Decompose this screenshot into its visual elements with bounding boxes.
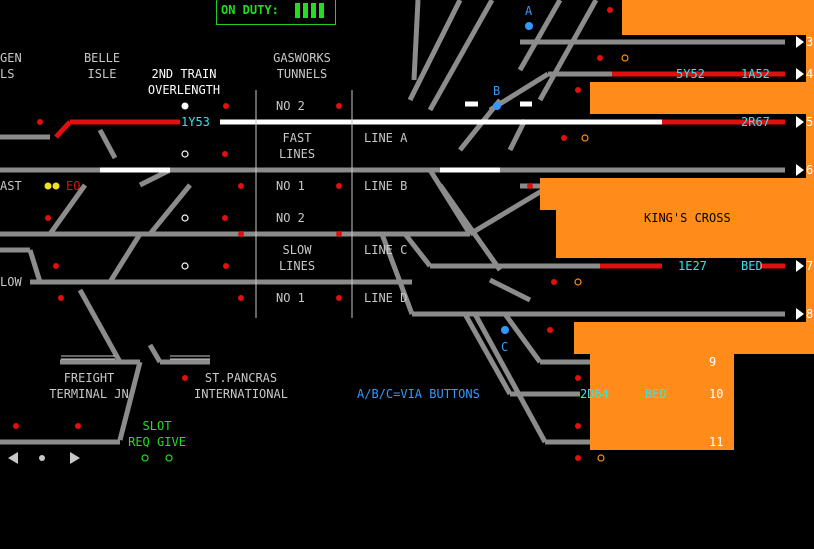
label-kings-cross: KING'S CROSS (644, 211, 731, 225)
label-ast: AST (0, 179, 22, 193)
via-button-b[interactable]: B (493, 84, 501, 98)
platform-number-8: 8 (806, 307, 814, 321)
platform-number-6: 6 (806, 163, 814, 177)
slot-lamps (141, 454, 173, 462)
label-gen: GEN (0, 51, 22, 65)
platform-number-5: 5 (806, 115, 814, 129)
train-id-bed-7[interactable]: BED (741, 259, 763, 273)
yellow-aspects (44, 182, 60, 190)
platform-block (806, 0, 814, 322)
platform-number-4: 4 (806, 67, 814, 81)
platform-block (556, 210, 814, 258)
on-duty-indicator: ON DUTY: (216, 0, 336, 25)
train-id-1y53[interactable]: 1Y53 (181, 115, 210, 129)
train-id-1e27[interactable]: 1E27 (678, 259, 707, 273)
via-dots (493, 22, 533, 334)
boundary-brackets (61, 90, 353, 360)
duty-bar (303, 3, 308, 18)
platform-number-7: 7 (806, 259, 814, 273)
indicators (181, 150, 189, 270)
plain-track (0, 0, 785, 445)
label-second-train-overlength: 2ND TRAIN OVERLENGTH (147, 67, 221, 97)
train-id-5y52[interactable]: 5Y52 (676, 67, 705, 81)
train-id-2r67[interactable]: 2R67 (741, 115, 770, 129)
platform-number-3: 3 (806, 35, 814, 49)
label-st-pancras-international: ST.PANCRAS INTERNATIONAL (194, 371, 288, 401)
via-button-a[interactable]: A (525, 4, 533, 18)
label-line-d: LINE D (364, 291, 408, 305)
label-gasworks-tunnels: GASWORKS TUNNELS (273, 51, 331, 81)
platform-block (622, 0, 814, 35)
signals (13, 7, 613, 461)
label-ls: LS (0, 67, 15, 81)
label-no1-fast: NO 1 (276, 179, 305, 193)
label-via-buttons: A/B/C=VIA BUTTONS (357, 387, 480, 401)
train-id-bed-10[interactable]: BED (645, 387, 667, 401)
set-route (100, 101, 662, 173)
via-button-c[interactable]: C (501, 340, 509, 354)
label-slow-lines: SLOW LINES (278, 243, 316, 273)
platform-block (574, 322, 814, 354)
label-line-c: LINE C (364, 243, 408, 257)
label-slot-req-give: SLOT REQ GIVE (128, 419, 186, 449)
label-no1-slow: NO 1 (276, 291, 305, 305)
overlength-indicator (181, 102, 189, 110)
platform-number-9: 9 (709, 355, 717, 369)
duty-bar (311, 3, 316, 18)
label-no2-fast: NO 2 (276, 99, 305, 113)
duty-bar (295, 3, 300, 18)
train-id-2d64[interactable]: 2D64 (580, 387, 609, 401)
label-no2-slow: NO 2 (276, 211, 305, 225)
arrows-bottom (8, 452, 80, 464)
platform-block (590, 354, 734, 450)
label-freight-terminal-jn: FREIGHT TERMINAL JN (49, 371, 129, 401)
label-fast-lines: FAST LINES (278, 131, 316, 161)
label-belle-isle: BELLE ISLE (83, 51, 121, 81)
platform-number-10: 10 (709, 387, 724, 401)
label-line-a: LINE A (364, 131, 408, 145)
label-eo: EO (66, 179, 81, 193)
platform-number-11: 11 (709, 435, 724, 449)
duty-bar (319, 3, 324, 18)
label-line-b: LINE B (364, 179, 408, 193)
train-id-1a52[interactable]: 1A52 (741, 67, 770, 81)
platform-block (540, 178, 814, 210)
on-duty-label: ON DUTY: (221, 3, 279, 17)
platform-block (590, 82, 814, 114)
label-low: LOW (0, 275, 22, 289)
